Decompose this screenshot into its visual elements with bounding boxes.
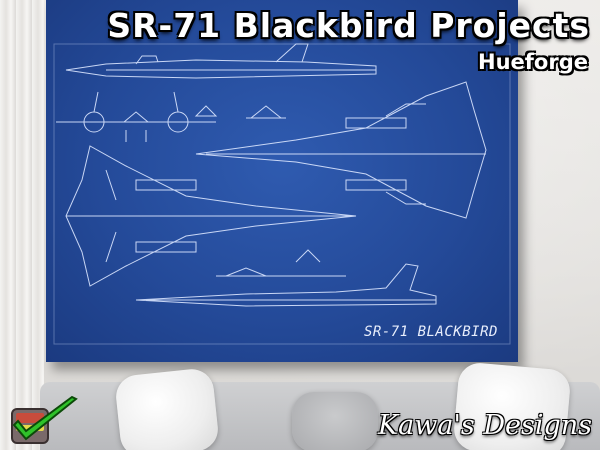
blueprint-poster: SR-71 BLACKBIRD [46, 0, 518, 362]
page-title: SR-71 Blackbird Projects [107, 6, 590, 45]
app-box-stripe [16, 413, 44, 423]
poster-label: SR-71 BLACKBIRD [364, 324, 498, 340]
designer-signature: Kawa's Designs [378, 410, 592, 441]
check-icon [12, 395, 78, 441]
planform-left [65, 145, 357, 287]
blueprint-drawing [53, 43, 511, 345]
app-badge [6, 395, 82, 447]
pillow [113, 367, 221, 450]
pillow [292, 392, 378, 450]
front-view [56, 91, 216, 142]
page-subtitle: Hueforge [478, 50, 588, 74]
curtain [0, 0, 44, 450]
side-profile-top [65, 43, 377, 79]
planform-top-right [195, 81, 487, 219]
small-detail-views [194, 105, 286, 119]
bottom-views [135, 249, 437, 307]
